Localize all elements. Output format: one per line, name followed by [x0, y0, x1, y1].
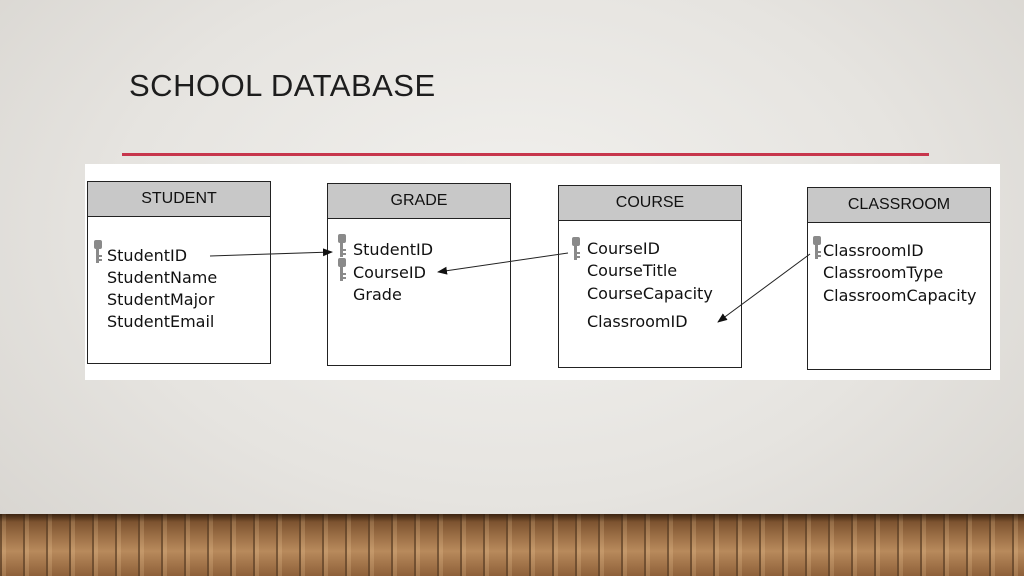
entity-header: COURSE [559, 186, 741, 221]
field-coursetitle: CourseTitle [587, 261, 678, 280]
key-icon [94, 240, 102, 263]
field-studentid: StudentID [107, 246, 188, 265]
field-studentid: StudentID [353, 240, 434, 259]
entity-grade[interactable]: GRADE [327, 183, 511, 366]
entity-header: STUDENT [88, 182, 270, 217]
field-classroomid: ClassroomID [587, 312, 688, 331]
field-courseid: CourseID [587, 239, 660, 258]
field-courseid: CourseID [353, 263, 426, 282]
entity-header: GRADE [328, 184, 510, 219]
entity-student[interactable]: STUDENT [87, 181, 271, 364]
wood-floor [0, 514, 1024, 576]
field-studentemail: StudentEmail [107, 312, 215, 331]
key-icon [338, 234, 346, 257]
field-classroomtype: ClassroomType [823, 263, 944, 282]
field-studentname: StudentName [107, 268, 218, 287]
field-coursecapacity: CourseCapacity [587, 284, 713, 303]
field-classroomcapacity: ClassroomCapacity [823, 286, 977, 305]
entity-course[interactable]: COURSE [558, 185, 742, 368]
key-icon [813, 236, 821, 259]
entity-header: CLASSROOM [808, 188, 990, 223]
field-grade: Grade [353, 285, 402, 304]
key-icon [572, 237, 580, 260]
entity-classroom[interactable]: CLASSROOM [807, 187, 991, 370]
key-icon [338, 258, 346, 281]
field-studentmajor: StudentMajor [107, 290, 215, 309]
field-classroomid: ClassroomID [823, 241, 924, 260]
floor-shadow [0, 514, 1024, 522]
title-divider [122, 153, 929, 156]
slide-title: SCHOOL DATABASE [129, 68, 436, 103]
